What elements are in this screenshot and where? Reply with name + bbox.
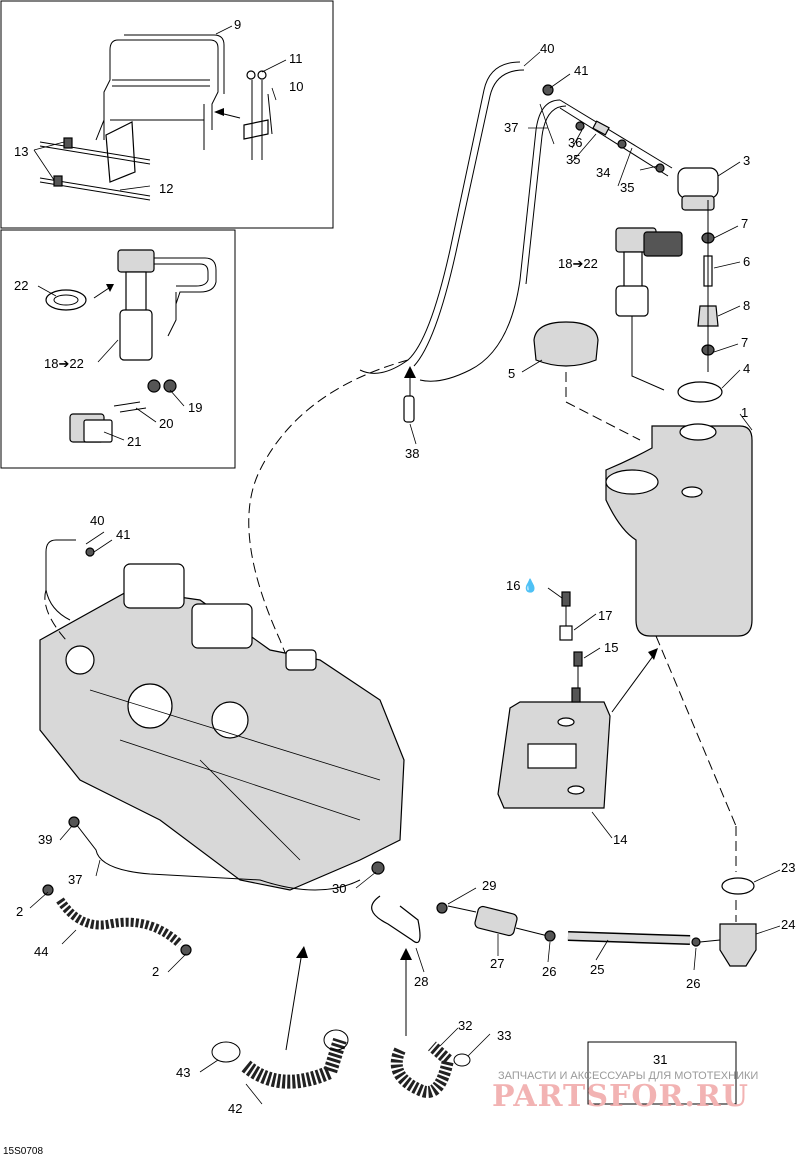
callout-29: 29: [482, 878, 496, 893]
bolt-15: [573, 651, 583, 667]
clamp-26-a: [544, 930, 556, 942]
callout-4: 4: [743, 361, 750, 376]
inset-box-sensor: [0, 229, 236, 469]
callout-18-22-inset: 18➔22: [44, 356, 84, 371]
clamp-29: [436, 902, 448, 914]
callout-44: 44: [34, 944, 48, 959]
filter-27: [447, 905, 549, 937]
grommet-23: [721, 877, 755, 895]
callout-41-top: 41: [574, 63, 588, 78]
callout-27: 27: [490, 956, 504, 971]
callout-39: 39: [38, 832, 52, 847]
clamp-43: [211, 1041, 241, 1063]
clamp-2-b: [180, 944, 192, 956]
callout-31: 31: [653, 1052, 667, 1067]
clamp-30: [371, 861, 385, 875]
leader-lines: [29, 25, 781, 1105]
callout-43: 43: [176, 1065, 190, 1080]
callout-22: 22: [14, 278, 28, 293]
inset-box-part31: [587, 1041, 737, 1105]
clamp-33: [453, 1053, 471, 1067]
inset-box-bracket: [0, 0, 334, 229]
grommet-4: [677, 381, 723, 403]
watermark-tagline: ЗАПЧАСТИ И АКСЕССУАРЫ ДЛЯ МОТОТЕХНИКИ: [498, 1070, 758, 1082]
callout-30: 30: [332, 881, 346, 896]
clamp-2-a: [42, 884, 54, 896]
callout-8: 8: [743, 298, 750, 313]
callout-28: 28: [414, 974, 428, 989]
callout-14: 14: [613, 832, 627, 847]
clamp-41-left: [85, 547, 95, 557]
fitting-stack-6-8: [697, 200, 719, 372]
callout-36: 36: [568, 135, 582, 150]
hose-42: [241, 1037, 347, 1089]
callout-24: 24: [781, 917, 795, 932]
callout-34: 34: [596, 165, 610, 180]
spacer-17: [559, 625, 573, 641]
valve-24: [699, 923, 757, 967]
bracket-assembly: [39, 34, 273, 201]
tank-1: [605, 423, 753, 637]
callout-6: 6: [743, 254, 750, 269]
callout-9: 9: [234, 17, 241, 32]
cap-3: [677, 167, 719, 211]
callout-40-top: 40: [540, 41, 554, 56]
hose-28: [371, 895, 421, 944]
callout-18-22-main: 18➔22: [558, 256, 598, 271]
callout-21: 21: [127, 434, 141, 449]
sensor-assembly-inset: [45, 249, 217, 443]
callout-35-b: 35: [620, 180, 634, 195]
callout-32: 32: [458, 1018, 472, 1033]
callout-41-left: 41: [116, 527, 130, 542]
callout-13: 13: [14, 144, 28, 159]
callout-1: 1: [741, 405, 748, 420]
spacer-bottom: [571, 687, 581, 703]
callout-42: 42: [228, 1101, 242, 1116]
callout-37-top: 37: [504, 120, 518, 135]
bolt-13: [53, 137, 73, 187]
fitting-38: [403, 395, 415, 423]
callout-5: 5: [508, 366, 515, 381]
callout-7-b: 7: [741, 335, 748, 350]
callout-16: 16: [506, 578, 520, 593]
watermark-logo: PARTSFOR.RU: [492, 1079, 749, 1114]
callout-26-b: 26: [686, 976, 700, 991]
callout-20: 20: [159, 416, 173, 431]
callout-40-left: 40: [90, 513, 104, 528]
callout-37-lower: 37: [68, 872, 82, 887]
engine-block: [39, 563, 405, 891]
callout-35-a: 35: [566, 152, 580, 167]
bolt-16: [561, 591, 571, 607]
callout-38: 38: [405, 446, 419, 461]
callout-17: 17: [598, 608, 612, 623]
callout-15: 15: [604, 640, 618, 655]
hose-40-left: [45, 539, 76, 621]
hose-32: [390, 1041, 455, 1098]
callout-10: 10: [289, 79, 303, 94]
callout-11: 11: [289, 51, 303, 66]
diagram-code: 15S0708: [3, 1146, 43, 1157]
callout-12: 12: [159, 181, 173, 196]
callout-33: 33: [497, 1028, 511, 1043]
base-14: [497, 701, 611, 809]
callout-7-a: 7: [741, 216, 748, 231]
callout-19: 19: [188, 400, 202, 415]
drop-icon: 💧: [522, 578, 538, 594]
callout-3: 3: [743, 153, 750, 168]
hose-44: [56, 897, 184, 948]
filler-cap-5: [533, 321, 641, 441]
clamp-39: [68, 816, 80, 828]
sensor-18-22-main: [615, 227, 683, 391]
callout-23: 23: [781, 860, 795, 875]
clamp-26-b: [691, 937, 701, 947]
callout-26-a: 26: [542, 964, 556, 979]
line-37-lower: [75, 823, 361, 891]
callout-2-b: 2: [152, 964, 159, 979]
callout-25: 25: [590, 962, 604, 977]
callout-2-a: 2: [16, 904, 23, 919]
